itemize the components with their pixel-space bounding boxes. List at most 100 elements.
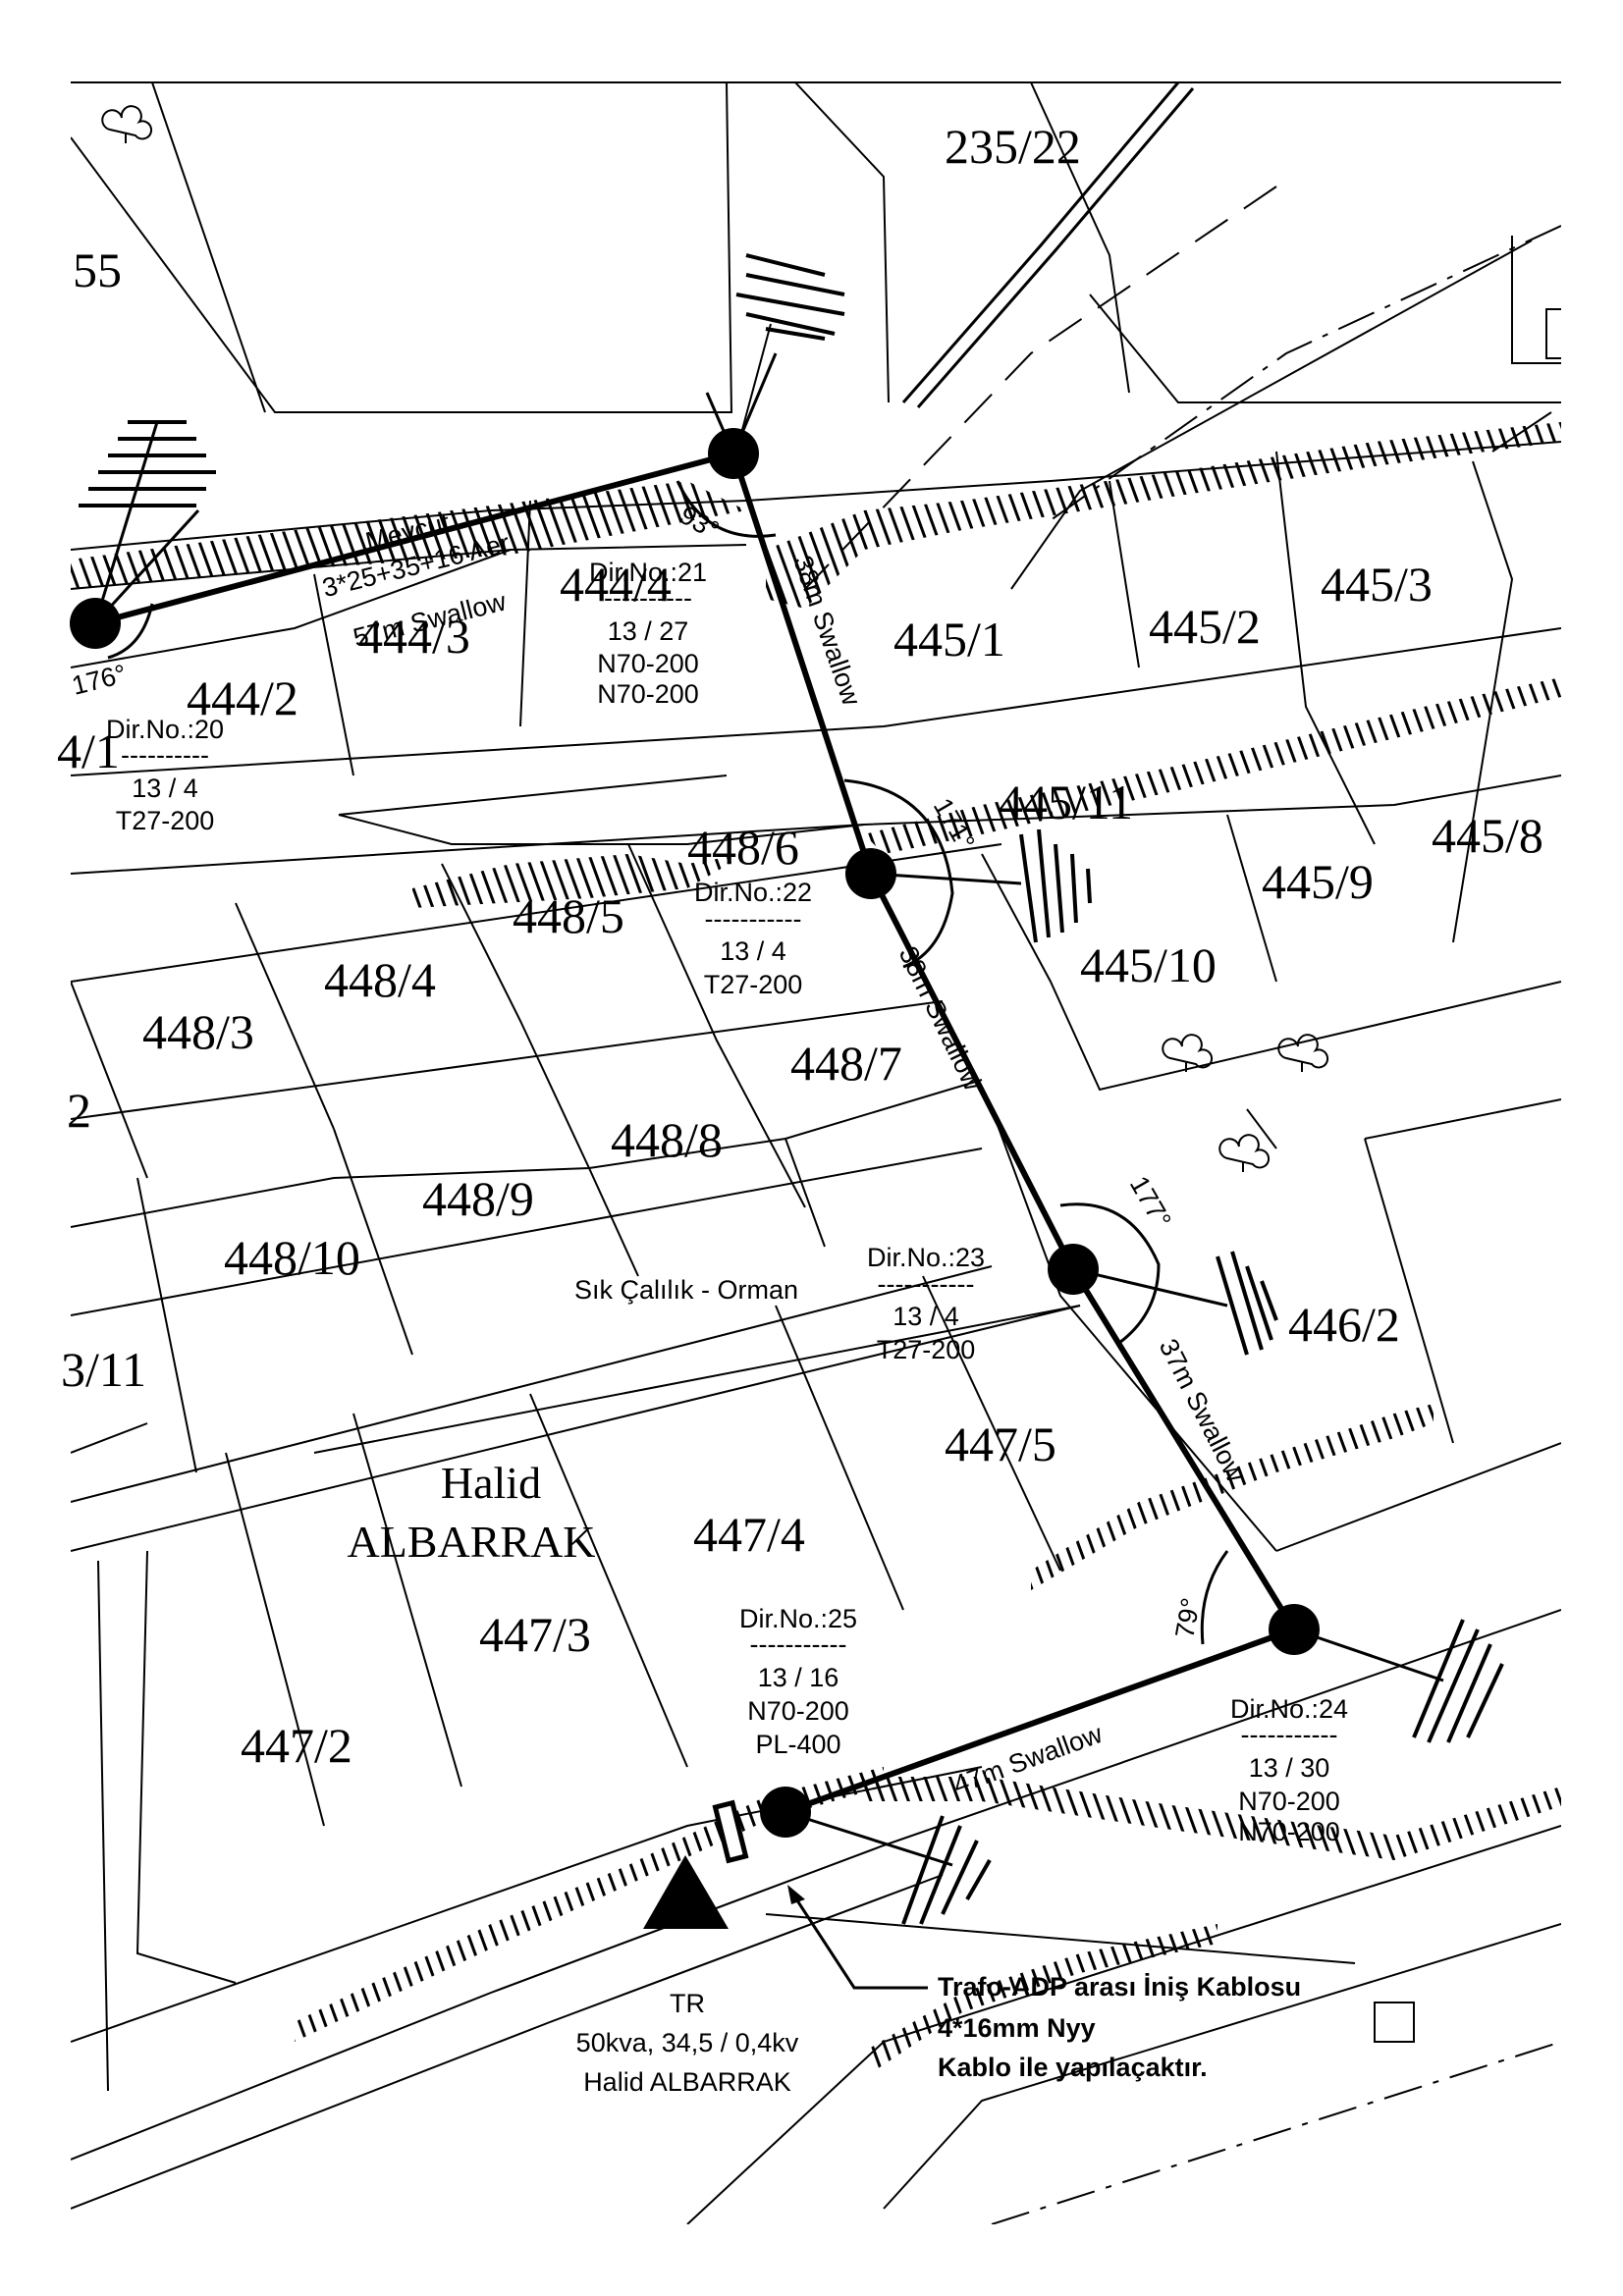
stay-anchor-icon bbox=[1216, 1251, 1278, 1356]
pole-type-2: N70-200 bbox=[597, 679, 699, 709]
parcel-label: 447/5 bbox=[945, 1416, 1056, 1471]
pole-separator: ----------- bbox=[705, 904, 802, 934]
parcel-label: 3/11 bbox=[61, 1342, 146, 1397]
parcel-label: 448/9 bbox=[422, 1171, 534, 1226]
power-line bbox=[94, 450, 1299, 1815]
cable-note-leader bbox=[791, 1894, 928, 1990]
pole-21-label: Dir.No.:21 ---------- 13 / 27 N70-200 N7… bbox=[589, 558, 707, 709]
cable-note-line: Trafo-ADP arası İniş Kablosu bbox=[938, 1972, 1301, 2002]
pole-21-icon bbox=[708, 428, 759, 479]
stay-anchor-icon bbox=[1019, 828, 1092, 943]
pole-25-label: Dir.No.:25 ----------- 13 / 16 N70-200 P… bbox=[739, 1604, 857, 1759]
parcel-label: 448/5 bbox=[513, 888, 624, 943]
parcel-label: 444/2 bbox=[187, 670, 298, 725]
parcel-label: 4/1 bbox=[57, 723, 120, 778]
pole-type: T27-200 bbox=[704, 970, 803, 999]
parcel-label: 445/2 bbox=[1149, 599, 1261, 654]
forest-label: Sık Çalılık - Orman bbox=[574, 1275, 798, 1305]
arrow-head-icon bbox=[787, 1885, 805, 1904]
parcel-label: 446/2 bbox=[1288, 1297, 1400, 1352]
angle-arcs bbox=[107, 480, 1229, 1645]
parcel-label: 448/7 bbox=[790, 1036, 902, 1091]
stay-anchor-icon bbox=[735, 253, 845, 341]
pole-20-icon bbox=[70, 598, 121, 649]
pole-type: T27-200 bbox=[116, 806, 215, 835]
slope-hatching bbox=[71, 422, 1561, 2071]
pole-type-2: PL-400 bbox=[755, 1730, 840, 1759]
parcel-labels: 235/22 55 444/4 444/3 444/2 4/1 445/1 44… bbox=[57, 119, 1543, 1773]
adp-box-icon bbox=[712, 1799, 749, 1864]
pole-title: Dir.No.:25 bbox=[739, 1604, 857, 1633]
stay-anchor-icon bbox=[1412, 1619, 1504, 1743]
parcel-label: 447/2 bbox=[241, 1718, 352, 1773]
parcel-label: 447/4 bbox=[693, 1507, 805, 1562]
parcel-label: 448/6 bbox=[687, 820, 799, 875]
parcel-label: 447/3 bbox=[479, 1607, 591, 1662]
parcel-label: 235/22 bbox=[945, 119, 1081, 174]
poles bbox=[70, 428, 1320, 1838]
cable-note-line: Kablo ile yapılaçaktır. bbox=[938, 2053, 1208, 2082]
cable-note: Trafo-ADP arası İniş Kablosu 4*16mm Nyy … bbox=[938, 1972, 1301, 2082]
tree-icon bbox=[1218, 1134, 1271, 1172]
pole-title: Dir.No.:23 bbox=[867, 1243, 985, 1272]
pole-23-label: Dir.No.:23 ----------- 13 / 4 T27-200 bbox=[867, 1243, 985, 1364]
pole-22-icon bbox=[845, 848, 896, 899]
cable-note-line: 4*16mm Nyy bbox=[938, 2013, 1096, 2043]
parcel-label: 448/3 bbox=[142, 1004, 254, 1059]
stay-wires bbox=[79, 253, 1504, 1925]
pole-separator: ---------- bbox=[121, 740, 209, 770]
angle-label: 79° bbox=[1169, 1596, 1206, 1640]
pole-spec: 13 / 4 bbox=[893, 1302, 959, 1331]
pole-spec: 13 / 4 bbox=[720, 936, 786, 966]
pole-24-icon bbox=[1269, 1604, 1320, 1655]
parcel-label: 2 bbox=[67, 1083, 91, 1138]
parcel-label: 445/11 bbox=[999, 774, 1133, 829]
pole-separator: ---------- bbox=[604, 583, 692, 613]
transformer-owner: Halid ALBARRAK bbox=[583, 2067, 791, 2097]
parcel-label: 448/10 bbox=[224, 1230, 360, 1285]
tree-icon bbox=[1277, 1034, 1329, 1072]
stay-anchor-icon bbox=[79, 420, 216, 507]
pole-title: Dir.No.:24 bbox=[1230, 1694, 1348, 1724]
parcel-label: 444/3 bbox=[358, 609, 470, 664]
parcel-label: 444/4 bbox=[560, 557, 672, 612]
parcel-label: 55 bbox=[73, 242, 122, 297]
pole-type: N70-200 bbox=[1238, 1787, 1340, 1816]
pole-separator: ----------- bbox=[1241, 1720, 1338, 1749]
transformer-title: TR bbox=[670, 1989, 705, 2018]
tree-symbols bbox=[101, 105, 1329, 1172]
parcel-label: 445/10 bbox=[1080, 937, 1217, 992]
parcel-label: 448/8 bbox=[611, 1112, 723, 1167]
transformer-icon bbox=[643, 1855, 729, 1929]
pole-spec: 13 / 4 bbox=[132, 774, 198, 803]
pole-type-2: N70-200 bbox=[1238, 1817, 1340, 1846]
stay-anchor-icon bbox=[901, 1815, 992, 1925]
pole-24-label: Dir.No.:24 ----------- 13 / 30 N70-200 N… bbox=[1230, 1694, 1348, 1846]
tree-icon bbox=[101, 105, 153, 143]
pole-22-label: Dir.No.:22 ----------- 13 / 4 T27-200 bbox=[694, 878, 812, 999]
transformer-rating: 50kva, 34,5 / 0,4kv bbox=[576, 2028, 799, 2057]
angle-label: 176° bbox=[69, 659, 129, 701]
pole-type: T27-200 bbox=[877, 1335, 976, 1364]
parcel-label: 445/9 bbox=[1262, 854, 1374, 909]
owner-last-name: ALBARRAK bbox=[347, 1517, 595, 1567]
transformer-label: TR 50kva, 34,5 / 0,4kv Halid ALBARRAK bbox=[576, 1989, 799, 2097]
tree-icon bbox=[1162, 1034, 1214, 1072]
pole-23-icon bbox=[1048, 1244, 1099, 1295]
parcel-boundaries bbox=[71, 82, 1561, 2224]
pole-type: N70-200 bbox=[597, 649, 699, 678]
pole-separator: ----------- bbox=[750, 1629, 847, 1659]
pole-title: Dir.No.:22 bbox=[694, 878, 812, 907]
pole-25-icon bbox=[760, 1787, 811, 1838]
pole-spec: 13 / 30 bbox=[1249, 1753, 1330, 1783]
pole-20-label: Dir.No.:20 ---------- 13 / 4 T27-200 bbox=[106, 715, 224, 835]
parcel-label: 445/1 bbox=[893, 612, 1005, 667]
owner-first-name: Halid bbox=[441, 1458, 541, 1508]
pole-separator: ----------- bbox=[878, 1269, 975, 1299]
pole-spec: 13 / 16 bbox=[758, 1663, 839, 1692]
parcel-label: 445/8 bbox=[1432, 808, 1543, 863]
pole-type: N70-200 bbox=[747, 1696, 849, 1726]
pole-title: Dir.No.:21 bbox=[589, 558, 707, 587]
span-label: 38m Swallow bbox=[893, 941, 989, 1095]
